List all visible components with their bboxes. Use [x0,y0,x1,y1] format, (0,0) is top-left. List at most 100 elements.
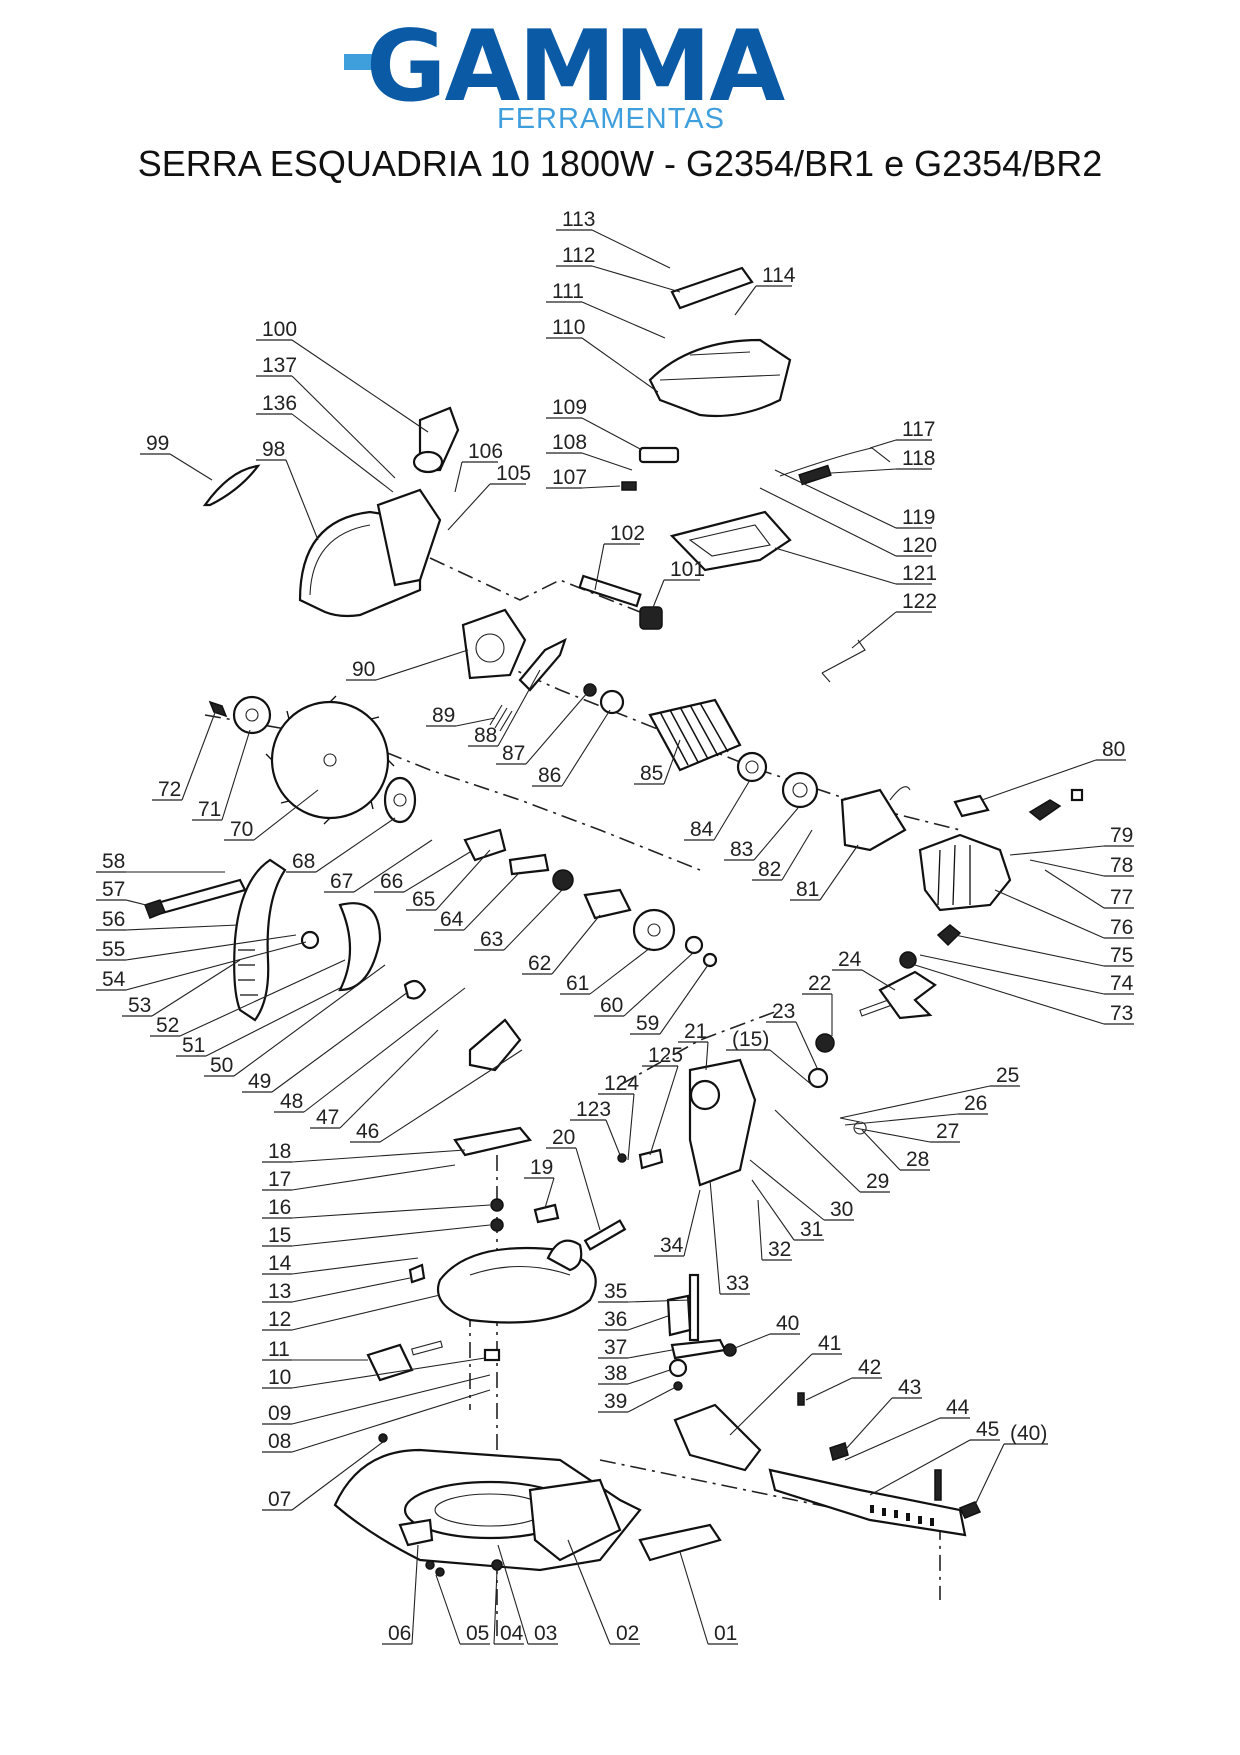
label-137: 137 [256,354,396,479]
svg-text:25: 25 [996,1064,1019,1087]
svg-text:113: 113 [562,208,595,231]
part-switch [638,446,680,464]
label-105: 105 [447,462,531,531]
part-spindle-64 [508,853,550,876]
label-46: 46 [350,1049,523,1143]
svg-text:04: 04 [500,1622,524,1645]
label-102: 102 [594,522,645,591]
part-bracket-66 [463,828,507,862]
label-123: 123 [570,1098,621,1156]
svg-text:76: 76 [1110,916,1133,939]
label-26: 26 [844,1092,988,1126]
svg-text:123: 123 [576,1098,611,1121]
callout-labels: 113 112 114 111 110 100 137 136 109 108 … [96,208,1134,1645]
part-spring-clip-87 [518,637,567,692]
label-76: 76 [994,889,1134,939]
svg-text:87: 87 [502,742,525,765]
label-89: 89 [426,704,496,727]
svg-text:70: 70 [230,818,253,841]
label-106: 106 [454,440,503,493]
svg-text:48: 48 [280,1090,303,1113]
svg-text:58: 58 [102,850,125,873]
part-gear-61 [632,908,676,952]
svg-text:83: 83 [730,838,753,861]
label-77: 77 [1044,869,1134,909]
svg-text:120: 120 [902,534,937,557]
svg-text:31: 31 [800,1218,823,1241]
label-28: 28 [861,1129,930,1171]
svg-text:42: 42 [858,1356,881,1379]
svg-text:09: 09 [268,1402,291,1425]
part-bolt-125 [638,1148,664,1170]
label-110: 110 [546,316,659,393]
svg-text:122: 122 [902,590,937,613]
svg-text:01: 01 [714,1622,737,1645]
logo-subtitle: FERRAMENTAS [497,103,725,135]
svg-text:57: 57 [102,878,125,901]
label-52: 52 [150,959,346,1037]
label-03: 03 [497,1544,558,1645]
svg-text:77: 77 [1110,886,1133,909]
svg-text:15: 15 [268,1224,291,1247]
svg-text:12: 12 [268,1308,291,1331]
part-gearbox-90 [461,608,527,680]
label-65: 65 [406,849,491,911]
svg-text:64: 64 [440,908,464,931]
svg-text:21: 21 [684,1020,707,1043]
label-38: 38 [598,1362,671,1385]
svg-text:72: 72 [158,778,181,801]
svg-text:45: 45 [976,1418,999,1441]
label-13: 13 [262,1277,411,1303]
logo-dash-mark [344,54,374,70]
svg-text:98: 98 [262,438,285,461]
label-82: 82 [752,829,813,881]
part-fence-41 [673,1403,762,1472]
label-63: 63 [474,889,563,951]
part-guard-arm [376,488,442,587]
label-17: 17 [262,1164,456,1191]
svg-text:(15): (15) [732,1028,769,1051]
label-18: 18 [262,1140,466,1163]
svg-text:34: 34 [660,1234,684,1257]
label-33: 33 [709,1179,750,1295]
svg-text:54: 54 [102,968,126,991]
svg-text:81: 81 [796,878,819,901]
svg-text:119: 119 [902,506,935,529]
label-36: 36 [598,1308,669,1331]
label-85: 85 [634,739,681,785]
svg-text:121: 121 [902,562,937,585]
svg-text:30: 30 [830,1198,853,1221]
label-112: 112 [556,244,681,293]
label-108: 108 [546,431,633,471]
label-74: 74 [919,954,1134,995]
label-78: 78 [1029,854,1134,877]
svg-text:19: 19 [530,1156,553,1179]
label-35: 35 [598,1280,691,1303]
label-40-ref: (40) [974,1422,1048,1506]
label-120: 120 [759,487,937,557]
part-plate-19 [533,1203,560,1224]
svg-text:27: 27 [936,1120,959,1143]
label-40: 40 [734,1312,800,1349]
svg-text:59: 59 [636,1012,659,1035]
svg-text:52: 52 [156,1014,179,1037]
svg-text:11: 11 [268,1338,290,1361]
label-68: 68 [286,817,396,873]
label-118: 118 [814,447,935,475]
label-30: 30 [749,1159,854,1221]
svg-text:101: 101 [670,558,705,581]
label-42: 42 [805,1356,882,1401]
part-table-extension-17 [453,1126,532,1157]
svg-text:71: 71 [198,798,221,821]
svg-text:35: 35 [604,1280,627,1303]
label-121: 121 [774,547,937,585]
label-90: 90 [346,649,469,681]
label-122: 122 [851,590,937,649]
svg-text:10: 10 [268,1366,291,1389]
svg-text:17: 17 [268,1168,291,1191]
svg-text:23: 23 [772,1000,795,1023]
svg-text:(40): (40) [1010,1422,1047,1445]
label-41: 41 [729,1332,842,1436]
svg-text:136: 136 [262,392,297,415]
svg-text:05: 05 [466,1622,489,1645]
